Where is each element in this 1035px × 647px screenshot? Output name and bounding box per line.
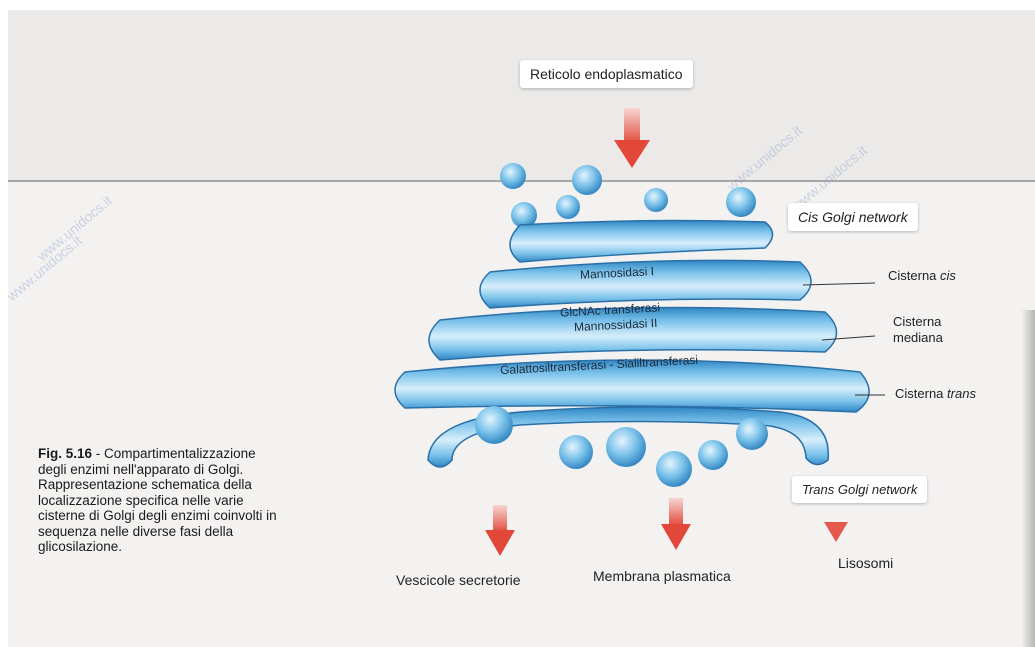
vesicle xyxy=(726,187,756,217)
vesicle xyxy=(556,195,580,219)
lisosomi-label: Lisosomi xyxy=(838,555,893,571)
leader-line xyxy=(803,283,875,285)
figure-caption: Fig. 5.16 - Compartimentalizzazione degl… xyxy=(38,446,278,555)
vesicle xyxy=(572,165,602,195)
cis-golgi-network-cisterna xyxy=(510,221,773,262)
caption-text: - Compartimentalizzazione degli enzimi n… xyxy=(38,446,277,554)
vesicle xyxy=(606,427,646,467)
cisterna-cis-label: Cisterna cis xyxy=(888,268,956,283)
arrow-membrane xyxy=(661,498,691,550)
trans-golgi-network-label: Trans Golgi network xyxy=(792,476,927,503)
er-arrow xyxy=(614,108,650,168)
vesicle xyxy=(736,418,768,450)
vesicle xyxy=(500,163,526,189)
cisterna-mediana-label: Cisterna mediana xyxy=(893,314,943,346)
vesicle xyxy=(559,435,593,469)
vescicole-secretorie-label: Vescicole secretorie xyxy=(396,572,521,588)
membrana-plasmatica-label: Membrana plasmatica xyxy=(593,568,731,584)
vesicle xyxy=(656,451,692,487)
vesicle xyxy=(698,440,728,470)
vesicle xyxy=(475,406,513,444)
cis-golgi-network-label: Cis Golgi network xyxy=(788,203,918,231)
arrow-lysosomes xyxy=(824,522,848,542)
cisterna-trans-label: Cisterna trans xyxy=(895,386,976,401)
arrow-secretory xyxy=(485,505,515,556)
vesicle xyxy=(644,188,668,212)
er-label: Reticolo endoplasmatico xyxy=(520,60,693,88)
figure-number: Fig. 5.16 xyxy=(38,446,92,461)
